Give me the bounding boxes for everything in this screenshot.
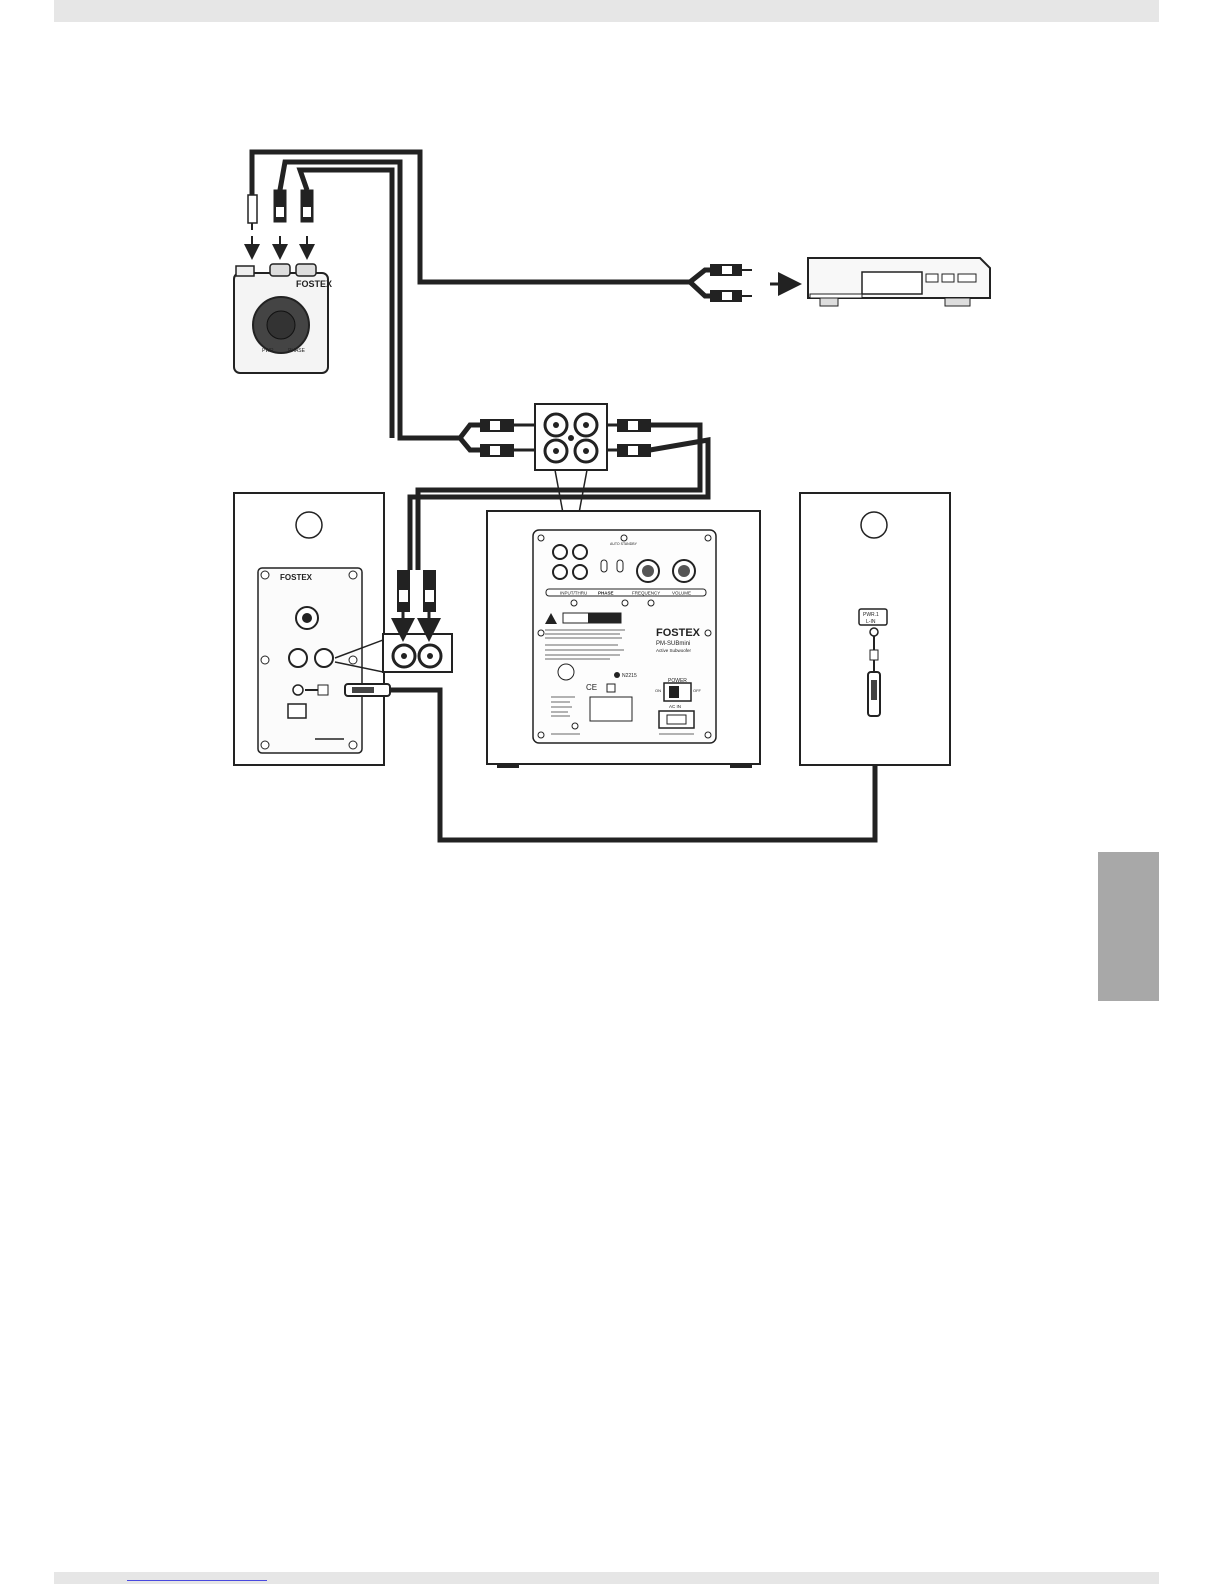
rca-plug-icon <box>397 570 436 630</box>
down-arrow-icons <box>252 236 307 252</box>
left-speaker: FOSTEX <box>234 493 390 765</box>
subwoofer-label-auto-standby: AUTO STANDBY <box>610 542 638 546</box>
subwoofer-label-on: ON <box>655 688 661 693</box>
subwoofer-label-ac-in: AC IN <box>669 704 681 709</box>
subwoofer-ce-mark: CE <box>586 683 597 692</box>
subwoofer-label-volume: VOLUME <box>672 591 691 596</box>
mini-plug-icon <box>305 684 390 696</box>
mini-plug-icon <box>248 195 257 230</box>
controller-label-pwr: PWR <box>262 348 274 354</box>
right-speaker-label-line1: PWR.1 <box>863 612 879 618</box>
subwoofer-label-input-thru: INPUT/THRU <box>560 591 587 596</box>
subwoofer-cert-label: N2215 <box>622 673 637 679</box>
rca-plug-icon <box>274 190 313 222</box>
subwoofer: AUTO STANDBY INPUT/THRU PHASE FREQUENCY … <box>487 511 760 768</box>
right-speaker-label-line2: L-IN <box>866 619 876 625</box>
subwoofer-model: PM-SUBmini <box>656 641 690 647</box>
controller-logo: FOSTEX <box>296 279 332 289</box>
subwoofer-logo: FOSTEX <box>656 627 701 639</box>
subwoofer-label-phase: PHASE <box>598 591 614 596</box>
left-speaker-logo: FOSTEX <box>280 573 313 582</box>
subwoofer-label-off: OFF <box>693 688 702 693</box>
controller-label-phase: PHASE <box>288 348 306 354</box>
cd-player <box>710 258 990 306</box>
volume-controller: FOSTEX PWR PHASE <box>234 264 332 373</box>
right-speaker: PWR.1 L-IN <box>800 493 950 765</box>
subwoofer-label-frequency: FREQUENCY <box>632 591 660 596</box>
rca-plug-icon <box>710 264 752 302</box>
subwoofer-subtitle: Active Subwoofer <box>656 648 692 653</box>
